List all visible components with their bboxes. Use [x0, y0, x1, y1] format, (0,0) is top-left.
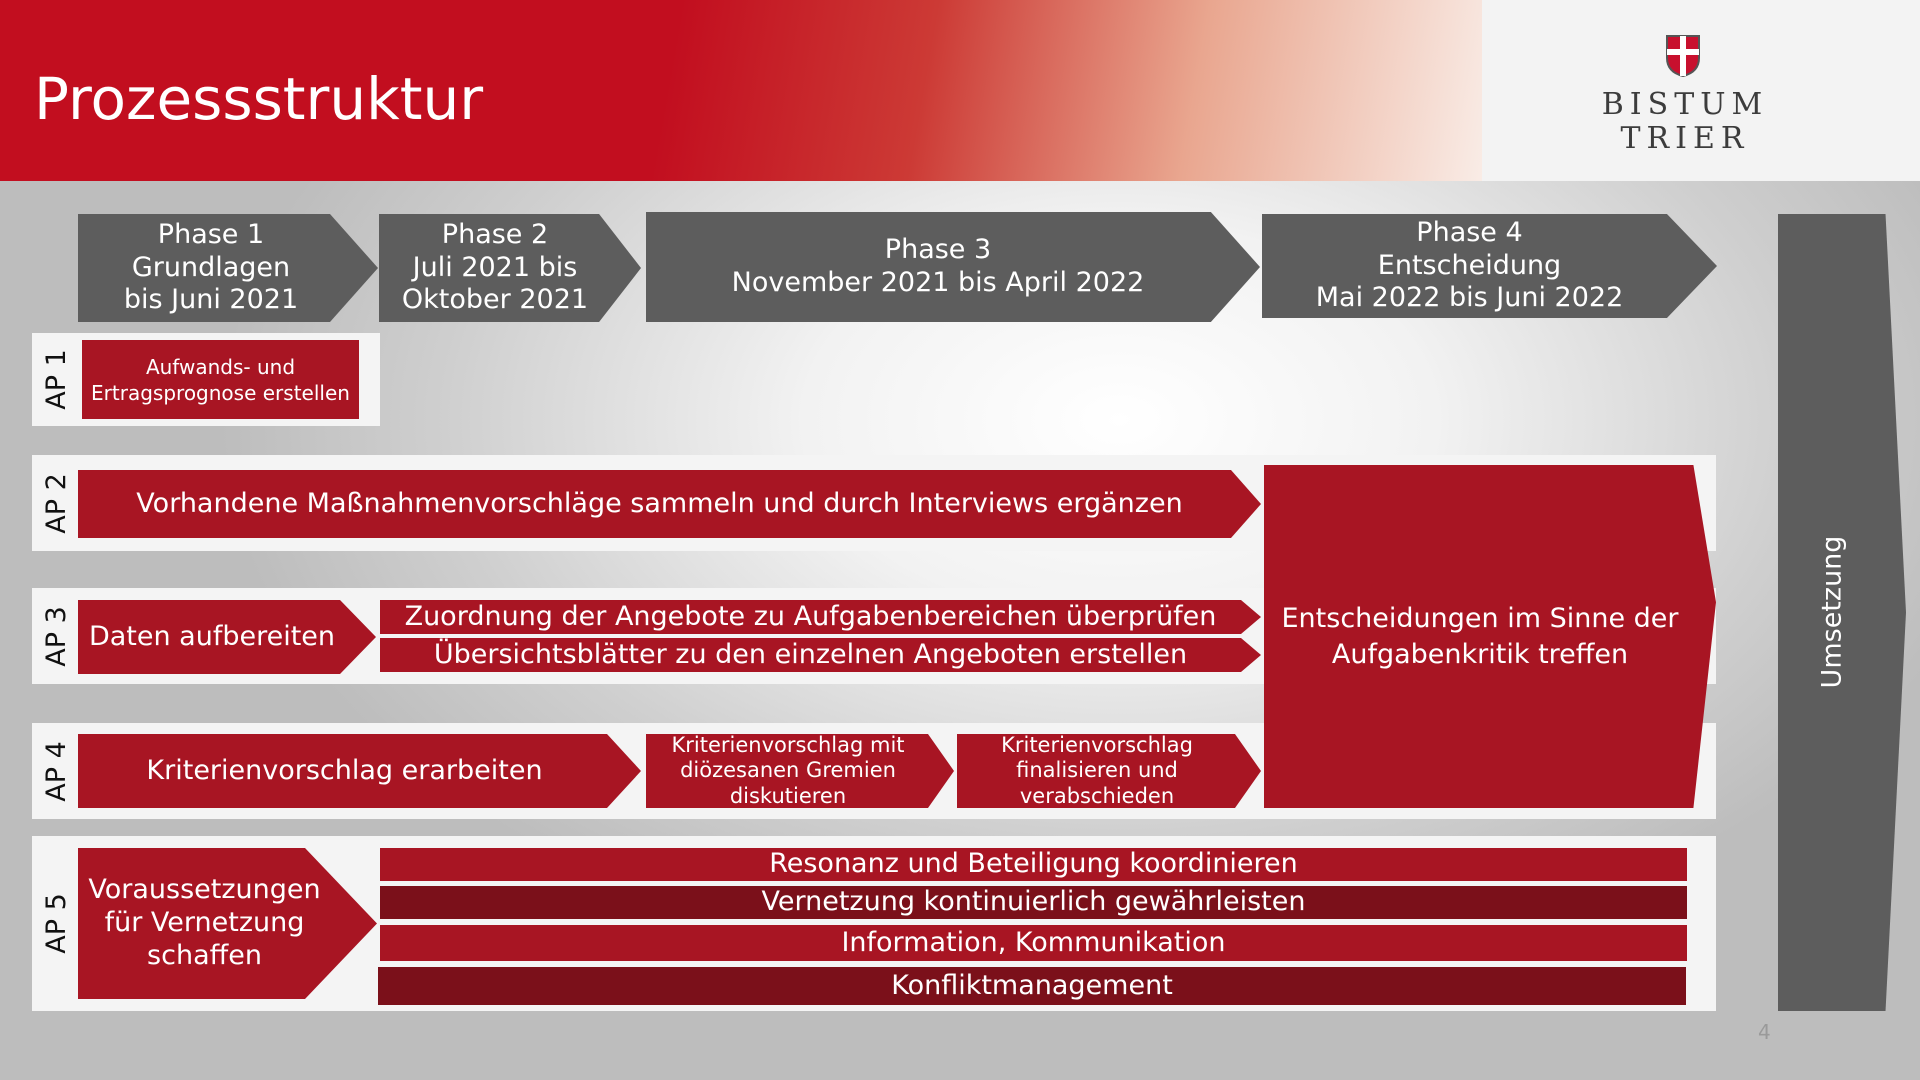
ap3-task-zuordnung-arrow: Zuordnung der Angebote zu Aufgabenbereic…: [380, 600, 1261, 634]
ap1-label-text: AP 1: [40, 349, 72, 410]
ap3-task-uebersicht-text: Übersichtsblätter zu den einzelnen Angeb…: [433, 638, 1188, 670]
ap2-label-text: AP 2: [40, 472, 72, 534]
ap4-task-diskutieren-line3: diskutieren: [729, 783, 847, 808]
phase-2-period-start: Juli 2021 bis: [412, 251, 578, 283]
ap4-task-finalisieren-line2: finalisieren und: [1016, 758, 1178, 783]
ap5-task-voraussetzungen-line2: für Vernetzung: [104, 907, 305, 939]
ap5-task-vernetzung-bar: Vernetzung kontinuierlich gewährleisten: [380, 886, 1687, 919]
ap3-label-text: AP 3: [40, 605, 72, 667]
decision-line2: Aufgabenkritik treffen: [1331, 638, 1629, 670]
ap5-task-resonanz-text: Resonanz und Beteiligung koordinieren: [769, 848, 1298, 880]
ap5-task-konflikt-text: Konfliktmanagement: [891, 969, 1173, 1001]
slide-title: Prozessstruktur: [34, 65, 484, 133]
ap4-task-finalisieren-line3: verabschieden: [1019, 783, 1175, 808]
ap2-label: AP 2: [32, 455, 80, 551]
ap4-task-diskutieren-line2: diözesanen Gremien: [680, 758, 896, 783]
ap5-task-resonanz-bar: Resonanz und Beteiligung koordinieren: [380, 848, 1687, 881]
shield-red-cross-icon: [1666, 35, 1700, 78]
umsetzung-bar: [1778, 214, 1906, 1011]
ap5-task-voraussetzungen-line3: schaffen: [147, 939, 262, 971]
phase-2-title: Phase 2: [441, 218, 549, 250]
ap2-task-arrow: Vorhandene Maßnahmenvorschläge sammeln u…: [78, 470, 1261, 538]
phase-4-subtitle: Entscheidung: [1377, 249, 1562, 281]
ap4-label-text: AP 4: [40, 740, 72, 802]
phase-2-period-end: Oktober 2021: [401, 284, 589, 316]
ap4-task-erarbeiten-text: Kriterienvorschlag erarbeiten: [146, 754, 543, 786]
ap4-label: AP 4: [32, 723, 80, 819]
ap4-task-diskutieren-line1: Kriterienvorschlag mit: [671, 732, 905, 757]
ap5-task-voraussetzungen-line1: Voraussetzungen: [88, 874, 321, 906]
ap3-task-zuordnung-text: Zuordnung der Angebote zu Aufgabenbereic…: [404, 600, 1217, 632]
ap4-task-erarbeiten-arrow: Kriterienvorschlag erarbeiten: [78, 734, 641, 808]
logo-text-trier: TRIER: [1620, 121, 1750, 156]
ap5-task-information-text: Information, Kommunikation: [841, 926, 1226, 958]
ap1-label: AP 1: [32, 333, 80, 426]
ap1-task-line2: Ertragsprognose erstellen: [91, 380, 350, 405]
decision-line1: Entscheidungen im Sinne der: [1281, 603, 1679, 635]
page-number: 4: [1758, 1020, 1771, 1044]
ap2-task-text: Vorhandene Maßnahmenvorschläge sammeln u…: [136, 487, 1183, 519]
ap3-task-uebersicht-arrow: Übersichtsblätter zu den einzelnen Angeb…: [380, 638, 1261, 672]
umsetzung-label: Umsetzung: [1816, 535, 1848, 689]
phase-4-period: Mai 2022 bis Juni 2022: [1315, 282, 1624, 314]
phase-1-subtitle: Grundlagen: [131, 251, 291, 283]
logo-area: [1482, 0, 1920, 181]
phase-3-title: Phase 3: [884, 234, 992, 266]
logo-text-bistum: BISTUM: [1601, 87, 1769, 122]
ap3-task-daten-text: Daten aufbereiten: [88, 620, 336, 652]
ap1-task-line1: Aufwands- und: [145, 354, 296, 379]
phase-1-period: bis Juni 2021: [123, 284, 299, 316]
phase-1-title: Phase 1: [157, 218, 265, 250]
header-banner: [0, 0, 1482, 181]
ap5-task-konflikt-bar: Konfliktmanagement: [378, 967, 1686, 1005]
ap5-task-information-bar: Information, Kommunikation: [380, 925, 1687, 961]
ap3-label: AP 3: [32, 588, 80, 684]
ap3-task-daten-arrow: Daten aufbereiten: [78, 600, 376, 674]
ap5-task-vernetzung-text: Vernetzung kontinuierlich gewährleisten: [761, 886, 1306, 918]
phase-3-period: November 2021 bis April 2022: [731, 267, 1145, 298]
ap5-label-text: AP 5: [40, 893, 72, 954]
phase-4-title: Phase 4: [1416, 216, 1523, 248]
ap5-label: AP 5: [32, 836, 80, 1011]
ap4-task-finalisieren-line1: Kriterienvorschlag: [1001, 732, 1193, 757]
